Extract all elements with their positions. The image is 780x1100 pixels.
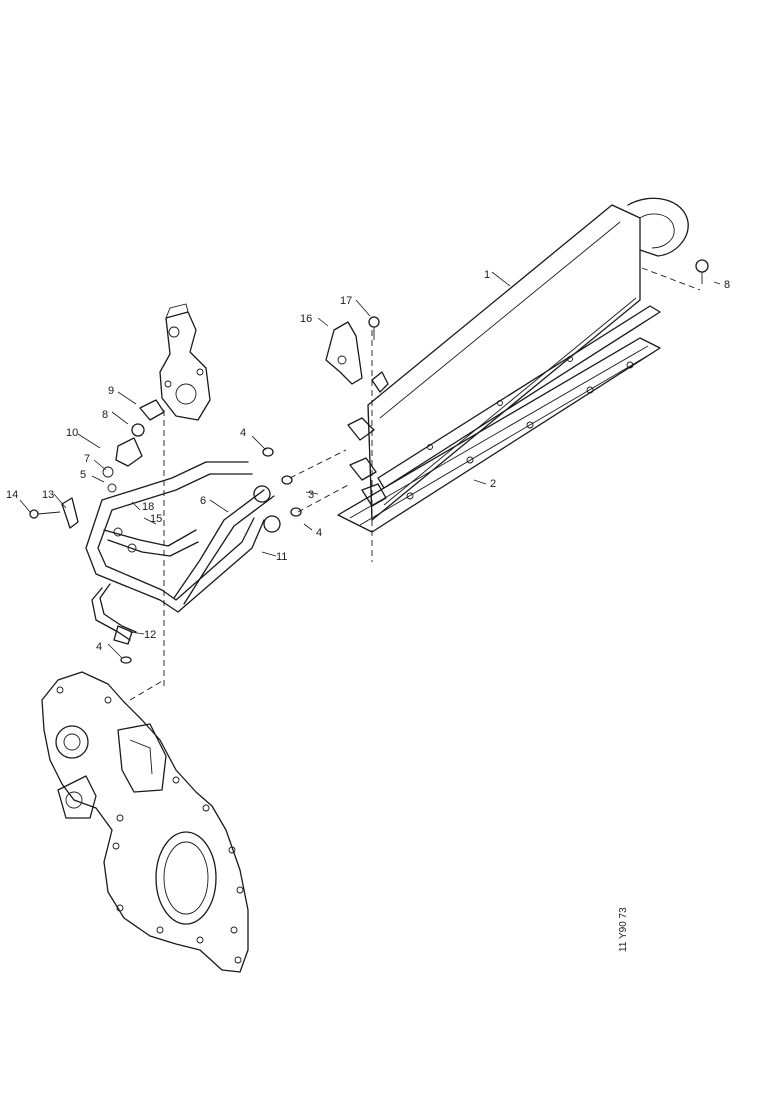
assembly-lines bbox=[129, 267, 701, 701]
callout-labels: 1 2 3 4 4 4 5 6 7 8 8 9 10 11 12 13 14 1… bbox=[6, 269, 730, 653]
callout-6: 6 bbox=[200, 495, 206, 507]
callout-18: 18 bbox=[142, 501, 154, 513]
callout-4-top: 4 bbox=[240, 427, 246, 439]
callout-3: 3 bbox=[308, 489, 314, 501]
callout-7: 7 bbox=[84, 453, 90, 465]
thermostat-housing bbox=[159, 303, 211, 421]
callout-11: 11 bbox=[276, 551, 287, 563]
cooler-gasket-plate bbox=[337, 337, 661, 533]
clip-and-screw bbox=[29, 497, 79, 529]
small-fittings bbox=[102, 399, 165, 493]
callout-13: 13 bbox=[42, 489, 54, 501]
callout-10: 10 bbox=[66, 427, 78, 439]
callout-9: 9 bbox=[108, 385, 114, 397]
callout-1: 1 bbox=[484, 269, 490, 281]
callout-17: 17 bbox=[340, 295, 352, 307]
callout-4-middle: 4 bbox=[316, 527, 322, 539]
callout-15: 15 bbox=[150, 513, 162, 525]
cooler-side-rail bbox=[377, 305, 661, 489]
bracket bbox=[325, 321, 363, 385]
callout-leaders bbox=[19, 271, 721, 659]
seals bbox=[120, 447, 302, 664]
callout-8-left: 8 bbox=[102, 409, 108, 421]
callout-8-right: 8 bbox=[724, 279, 730, 291]
reference-code: 11 Y90 73 bbox=[618, 907, 629, 952]
coolant-pipe-assembly bbox=[85, 461, 281, 645]
callout-16: 16 bbox=[300, 313, 312, 325]
housing-screw bbox=[695, 259, 709, 284]
callout-2: 2 bbox=[490, 478, 496, 490]
callout-14: 14 bbox=[6, 489, 18, 501]
callout-12: 12 bbox=[144, 629, 156, 641]
timing-cover bbox=[41, 671, 249, 973]
callout-4-bottom: 4 bbox=[96, 641, 102, 653]
bracket-screw bbox=[368, 316, 380, 340]
callout-5: 5 bbox=[80, 469, 86, 481]
oil-cooler-housing bbox=[347, 197, 689, 521]
